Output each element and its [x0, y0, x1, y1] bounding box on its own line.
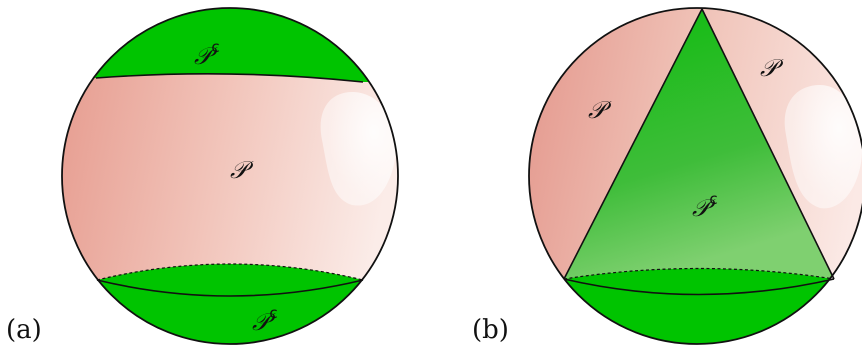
cone-edge-left — [563, 8, 703, 280]
cone-edge-right — [701, 8, 835, 280]
sphere-outline-b — [528, 7, 862, 345]
bottom-cap-back-line — [96, 263, 364, 281]
shine-highlight-b — [784, 85, 862, 209]
panel-a: 𝒫c 𝒫 𝒫c (a) — [6, 7, 399, 345]
bottom-cap-front-line — [96, 279, 364, 297]
shine-highlight — [320, 92, 397, 206]
sphere-outline — [61, 7, 399, 345]
top-cap-region — [62, 8, 398, 82]
top-cap-boundary — [95, 73, 364, 83]
panel-b: 𝒫 𝒫 𝒫c (b) — [472, 7, 862, 345]
bottom-cap-back-line-b — [563, 267, 835, 280]
panel-a-label: (a) — [6, 315, 42, 345]
panel-b-label: (b) — [472, 315, 509, 345]
bottom-cap-front-line-b — [563, 278, 835, 296]
cone-region — [564, 9, 834, 279]
